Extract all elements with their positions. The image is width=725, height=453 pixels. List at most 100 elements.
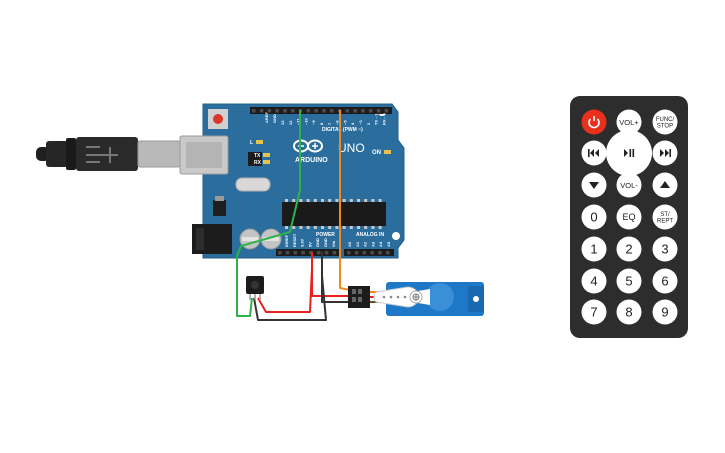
digit-7-button-label: 7 bbox=[590, 305, 597, 320]
power-pin-hole[interactable] bbox=[309, 251, 313, 255]
digit-7-button-cap bbox=[581, 299, 607, 325]
analog-pin-hole[interactable] bbox=[386, 251, 390, 255]
header-pin-hole[interactable] bbox=[267, 109, 272, 113]
power-pin-label: 3.3V bbox=[300, 238, 305, 247]
next-icon bbox=[660, 149, 671, 157]
gnd-pin-label: GND bbox=[272, 114, 277, 123]
header-pin-hole[interactable] bbox=[353, 109, 357, 113]
header-pin-hole[interactable] bbox=[369, 109, 373, 113]
chip-leg bbox=[285, 199, 288, 202]
up-button[interactable] bbox=[652, 172, 678, 198]
vol-down-button[interactable]: VOL- bbox=[616, 172, 642, 198]
power-label: POWER bbox=[316, 232, 335, 238]
rx-label: RX bbox=[254, 160, 262, 166]
digit-5-button-cap bbox=[616, 268, 642, 294]
chip-leg bbox=[357, 226, 360, 229]
analog-pin-hole[interactable] bbox=[354, 251, 359, 255]
digital-pin-label: ~5 bbox=[342, 120, 347, 125]
chip-leg bbox=[342, 199, 346, 202]
header-pin-hole[interactable] bbox=[361, 109, 365, 113]
analog-pin-hole[interactable] bbox=[347, 251, 351, 255]
on-label: ON bbox=[372, 150, 381, 156]
chip-leg bbox=[349, 199, 353, 202]
chip-leg bbox=[364, 199, 368, 202]
digit-0-button-label: 0 bbox=[590, 210, 597, 225]
previous-button[interactable] bbox=[581, 140, 607, 166]
func-stop-button-label: FUNC/STOP bbox=[656, 117, 675, 130]
chip-leg bbox=[292, 199, 296, 202]
down-button[interactable] bbox=[581, 172, 607, 198]
power-pin-hole[interactable] bbox=[293, 251, 298, 255]
play-pause-button-cap bbox=[616, 140, 642, 166]
power-pin-hole[interactable] bbox=[278, 251, 282, 255]
power-pin-label: IOREF bbox=[284, 234, 289, 247]
digit-2-button-cap bbox=[616, 236, 642, 262]
digit-6-button-cap bbox=[652, 268, 678, 294]
vol-up-button-label: VOL+ bbox=[619, 118, 639, 127]
next-button[interactable] bbox=[652, 140, 678, 166]
header-pin-hole[interactable] bbox=[275, 109, 279, 113]
digit-1-button[interactable]: 1 bbox=[581, 236, 607, 262]
header-pin-hole[interactable] bbox=[384, 109, 389, 113]
previous-icon bbox=[588, 149, 599, 157]
digit-8-button[interactable]: 8 bbox=[616, 299, 642, 325]
header-pin-hole[interactable] bbox=[259, 109, 264, 113]
header-pin-hole[interactable] bbox=[252, 109, 256, 113]
digital-pin-label: 2 bbox=[366, 122, 371, 125]
header-pin-hole[interactable] bbox=[291, 109, 295, 113]
digit-5-button[interactable]: 5 bbox=[616, 268, 642, 294]
chip-leg bbox=[342, 226, 346, 229]
digital-pin-label: RX←0 bbox=[381, 112, 386, 125]
vol-down-button-label: VOL- bbox=[620, 181, 638, 190]
digit-9-button[interactable]: 9 bbox=[652, 299, 678, 325]
chip-leg bbox=[321, 226, 324, 229]
digital-pin-label: 4 bbox=[350, 122, 355, 125]
analog-pin-hole[interactable] bbox=[362, 251, 367, 255]
header-pin-hole[interactable] bbox=[283, 109, 287, 113]
power-button-cap bbox=[581, 109, 607, 135]
digit-3-button[interactable]: 3 bbox=[652, 236, 678, 262]
analog-pin-label: A2 bbox=[363, 241, 368, 247]
digit-3-button-cap bbox=[652, 236, 678, 262]
power-pin-label: RESET bbox=[292, 233, 297, 247]
black-ground-wire-to-servo bbox=[321, 252, 350, 303]
digital-pin-label: 13 bbox=[280, 120, 285, 125]
power-icon bbox=[588, 116, 600, 129]
digit-2-button[interactable]: 2 bbox=[616, 236, 642, 262]
header-pin-hole[interactable] bbox=[330, 109, 334, 113]
digit-4-button[interactable]: 4 bbox=[581, 268, 607, 294]
power-pin-hole[interactable] bbox=[317, 251, 321, 255]
analog-pin-hole[interactable] bbox=[378, 251, 382, 255]
digit-7-button[interactable]: 7 bbox=[581, 299, 607, 325]
up-arrow-icon bbox=[660, 181, 670, 188]
header-pin-hole[interactable] bbox=[314, 109, 318, 113]
digital-label: DIGITAL (PWM ~) bbox=[322, 127, 363, 133]
vol-down-button-cap bbox=[616, 172, 642, 198]
usb-chip bbox=[248, 152, 262, 166]
chip-leg bbox=[349, 226, 353, 229]
play-pause-button[interactable] bbox=[616, 140, 642, 166]
power-pin-hole[interactable] bbox=[332, 251, 337, 255]
header-pin-hole[interactable] bbox=[306, 109, 311, 113]
power-pin-hole[interactable] bbox=[301, 251, 305, 255]
vol-up-button[interactable]: VOL+ bbox=[616, 109, 642, 135]
power-pin-hole[interactable] bbox=[285, 251, 290, 255]
header-pin-hole[interactable] bbox=[376, 109, 381, 113]
power-pin-hole[interactable] bbox=[324, 251, 329, 255]
digit-4-button-label: 4 bbox=[590, 274, 597, 289]
power-header bbox=[276, 249, 340, 256]
eq-button[interactable]: EQ bbox=[616, 204, 642, 230]
chip-leg bbox=[328, 226, 332, 229]
func-stop-button[interactable]: FUNC/STOP bbox=[652, 109, 678, 135]
digit-9-button-label: 9 bbox=[661, 305, 668, 320]
digit-0-button[interactable]: 0 bbox=[581, 204, 607, 230]
red-power-wire-to-servo bbox=[311, 252, 350, 297]
chip-leg bbox=[364, 226, 368, 229]
header-pin-hole[interactable] bbox=[322, 109, 326, 113]
red-power-wire-to-receiver bbox=[257, 267, 313, 313]
st-rept-button[interactable]: ST/REPT bbox=[652, 204, 678, 230]
header-pin-hole[interactable] bbox=[345, 109, 350, 113]
digit-6-button[interactable]: 6 bbox=[652, 268, 678, 294]
power-button[interactable] bbox=[581, 109, 607, 135]
analog-pin-hole[interactable] bbox=[370, 251, 374, 255]
